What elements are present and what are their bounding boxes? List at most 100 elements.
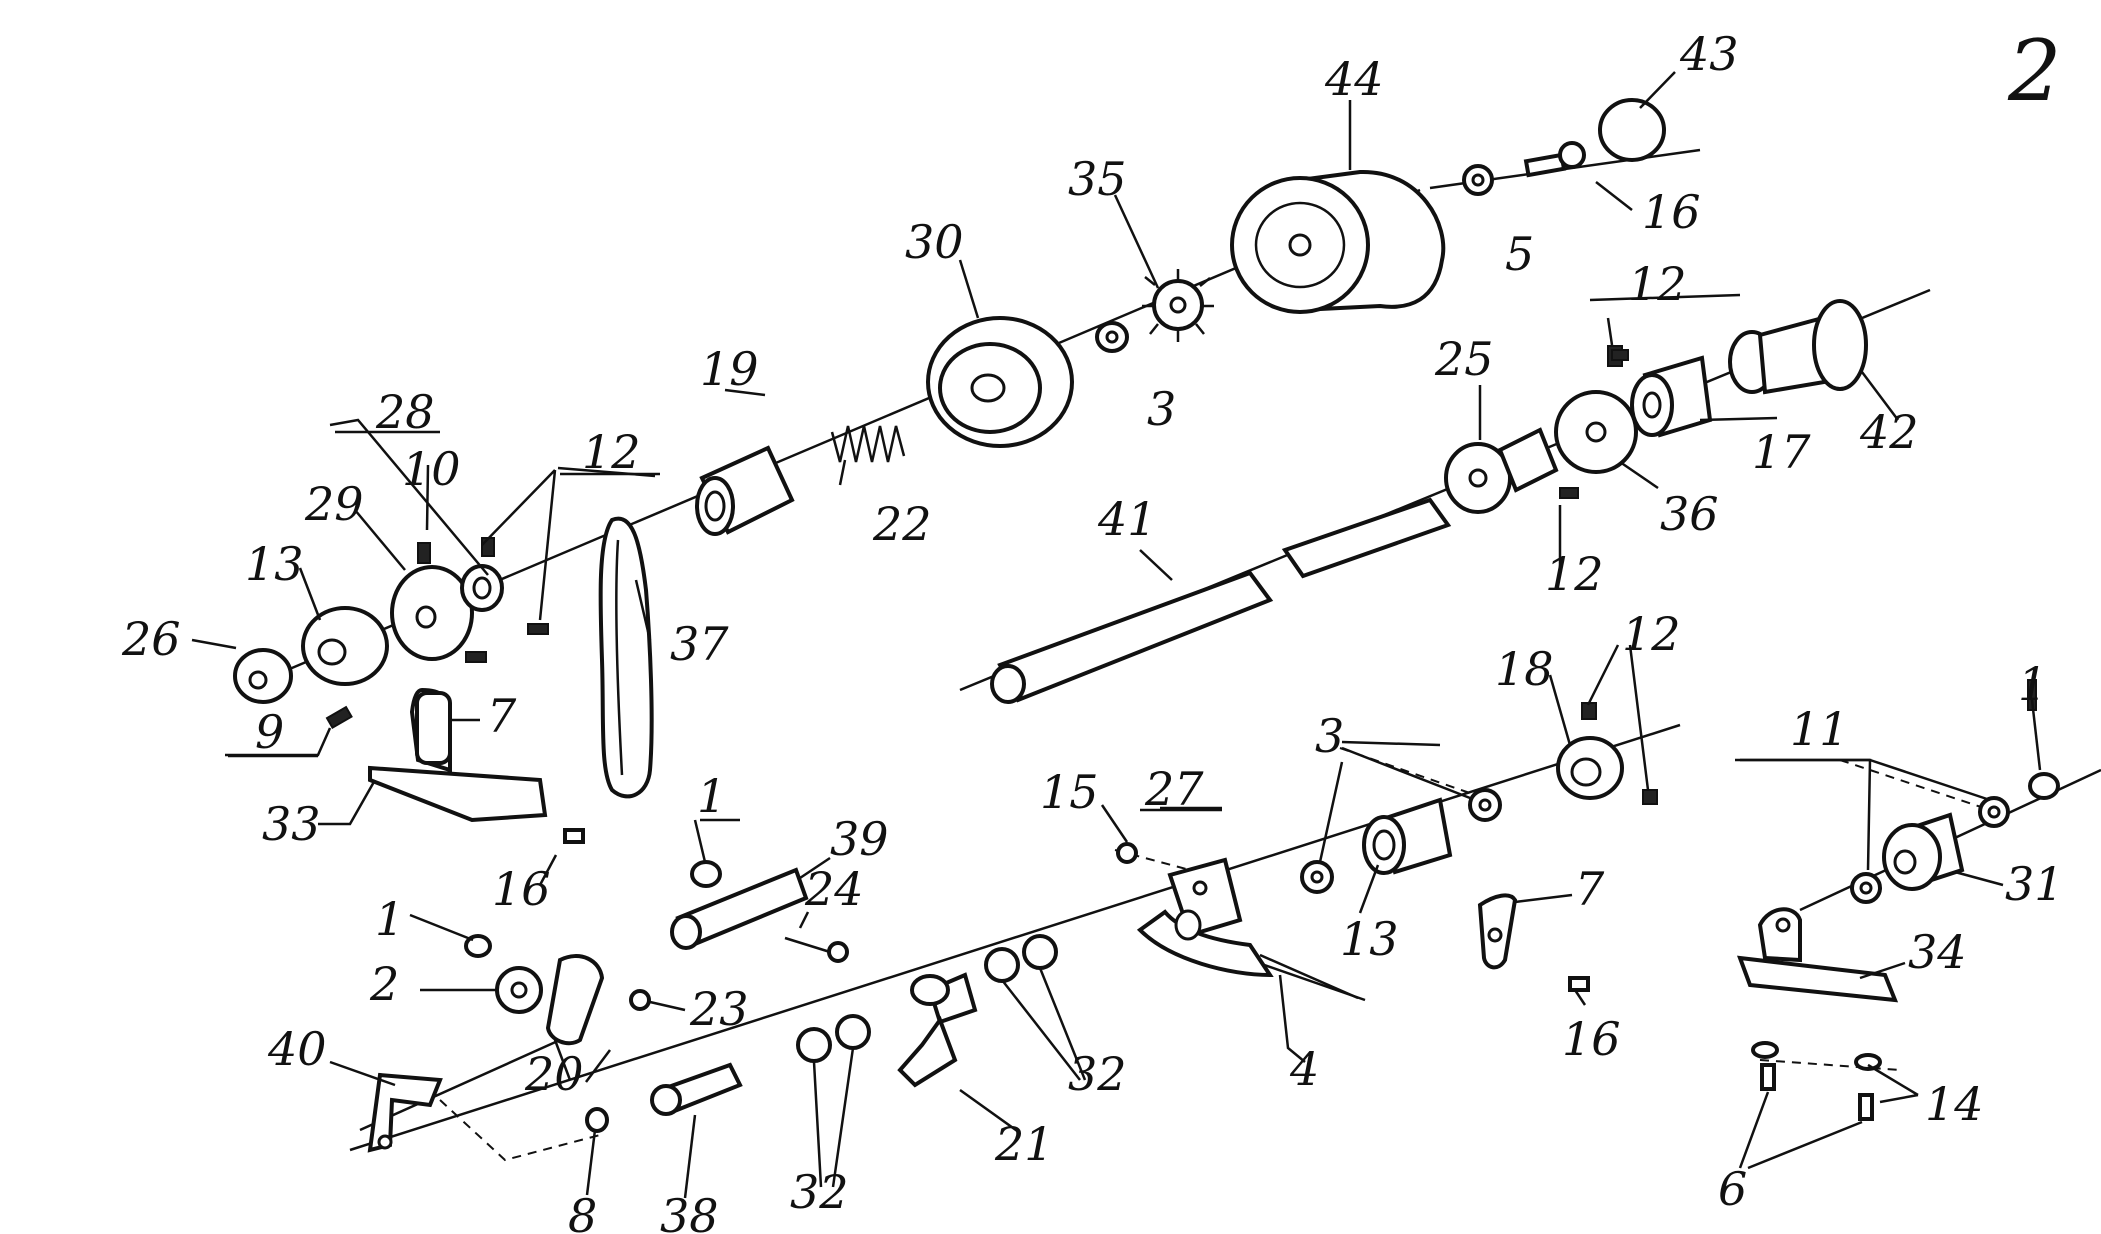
label-12-middle-top: 12 xyxy=(1628,257,1687,311)
label-27: 27 xyxy=(1144,762,1204,816)
label-11: 11 xyxy=(1790,702,1849,756)
part-16-screw-left xyxy=(563,828,585,844)
part-7-plate-left xyxy=(415,691,452,765)
part-16-screw-upper xyxy=(1523,141,1586,178)
part-22-spring xyxy=(830,425,906,463)
label-4: 4 xyxy=(1289,1042,1319,1096)
label-1-left: 1 xyxy=(375,892,404,946)
label-38: 38 xyxy=(660,1189,719,1234)
label-underlines xyxy=(228,293,1870,822)
part-40-arm xyxy=(367,1072,443,1153)
part-17-collar xyxy=(1630,355,1713,438)
part-26 xyxy=(233,648,293,704)
label-24: 24 xyxy=(804,862,864,916)
label-34: 34 xyxy=(1908,925,1967,979)
label-29: 29 xyxy=(304,477,364,531)
label-28: 28 xyxy=(375,385,435,439)
part-24-screw xyxy=(784,936,849,963)
label-21: 21 xyxy=(994,1117,1054,1171)
label-16-right: 16 xyxy=(1562,1012,1621,1066)
label-3-lower: 3 xyxy=(1315,709,1344,763)
label-13-upper: 13 xyxy=(245,537,304,591)
label-16-left: 16 xyxy=(492,862,551,916)
part-1-clip-right xyxy=(2027,679,2060,800)
label-26: 26 xyxy=(121,612,181,666)
label-32-middle: 32 xyxy=(1068,1047,1127,1101)
dashed-line-11 xyxy=(1839,759,1991,811)
label-41: 41 xyxy=(1097,492,1157,546)
label-44: 44 xyxy=(1324,52,1384,106)
label-7-left: 7 xyxy=(487,689,517,743)
part-19-pulley xyxy=(695,445,795,536)
sheet-number: 2 xyxy=(2007,22,2061,120)
part-32-washers-left xyxy=(796,1014,871,1063)
part-37-belt xyxy=(598,516,654,799)
label-14: 14 xyxy=(1925,1077,1984,1131)
part-14-washers xyxy=(1751,1041,1882,1071)
part-8-nut xyxy=(585,1107,609,1133)
part-5-washer xyxy=(1462,164,1494,196)
part-1-clip-lower-left xyxy=(464,860,722,958)
label-36: 36 xyxy=(1660,487,1719,541)
part-13-lower xyxy=(1362,797,1453,875)
label-42: 42 xyxy=(1859,405,1919,459)
part-3-washer-lower xyxy=(1300,788,1502,894)
part-13-upper xyxy=(301,606,389,686)
label-30: 30 xyxy=(905,215,964,269)
part-29-disc xyxy=(390,565,474,661)
part-9-set-screw xyxy=(325,705,353,730)
part-31-roller xyxy=(1882,812,1965,891)
part-42-spool xyxy=(1728,299,1868,395)
label-20: 20 xyxy=(524,1047,584,1101)
label-18: 18 xyxy=(1495,642,1554,696)
leader-lines xyxy=(191,71,2042,1199)
part-30-wheel xyxy=(926,316,1074,448)
label-5: 5 xyxy=(1505,227,1534,281)
dashed-line-40-38 xyxy=(439,1099,601,1162)
part-44-drum xyxy=(1230,169,1446,314)
label-16-upper: 16 xyxy=(1642,185,1701,239)
part-28-collar xyxy=(460,564,504,612)
part-18-collar xyxy=(1556,702,1658,805)
part-7-plate-right xyxy=(1477,893,1518,970)
part-4-pin xyxy=(1259,953,1359,1000)
part-16-screw-right xyxy=(1568,976,1590,992)
reference-labels: 2 43 44 16 5 35 30 3 12 25 42 17 36 12 4… xyxy=(121,22,2064,1234)
part-11-washers xyxy=(1850,796,2010,904)
dashed-line-3 xyxy=(1339,747,1491,801)
part-15-screw xyxy=(1116,842,1138,864)
label-9: 9 xyxy=(255,705,284,759)
part-25-gear xyxy=(1444,427,1559,514)
label-39: 39 xyxy=(830,812,889,866)
part-23-nut xyxy=(629,989,651,1011)
label-12-lower: 12 xyxy=(1622,607,1681,661)
part-35-sprocket xyxy=(1142,269,1214,342)
label-2: 2 xyxy=(369,957,399,1011)
part-34-bracket xyxy=(1736,907,1899,1003)
lower-shaft-axis xyxy=(349,723,1681,1152)
label-37: 37 xyxy=(670,617,729,671)
label-35: 35 xyxy=(1068,152,1127,206)
label-12-middle-bottom: 12 xyxy=(1545,547,1604,601)
part-3-washer-upper xyxy=(1095,321,1129,353)
part-41-shaft xyxy=(990,497,1452,704)
dashed-line-15 xyxy=(1114,849,1191,871)
label-32-left: 32 xyxy=(790,1165,849,1219)
label-31: 31 xyxy=(2005,857,2064,911)
label-23: 23 xyxy=(689,982,749,1036)
part-36-disc xyxy=(1554,390,1638,474)
label-43: 43 xyxy=(1679,27,1739,81)
label-33: 33 xyxy=(262,797,321,851)
label-25: 25 xyxy=(1434,332,1494,386)
label-7-right: 7 xyxy=(1575,862,1605,916)
label-15: 15 xyxy=(1040,765,1099,819)
label-19: 19 xyxy=(700,342,759,396)
part-43-cap xyxy=(1598,98,1666,162)
label-13-lower: 13 xyxy=(1340,912,1399,966)
label-6: 6 xyxy=(1718,1162,1747,1216)
label-12-left: 12 xyxy=(582,425,641,479)
part-2-washer xyxy=(495,966,543,1014)
part-39-lever xyxy=(670,867,809,950)
part-10-screw xyxy=(417,542,487,663)
